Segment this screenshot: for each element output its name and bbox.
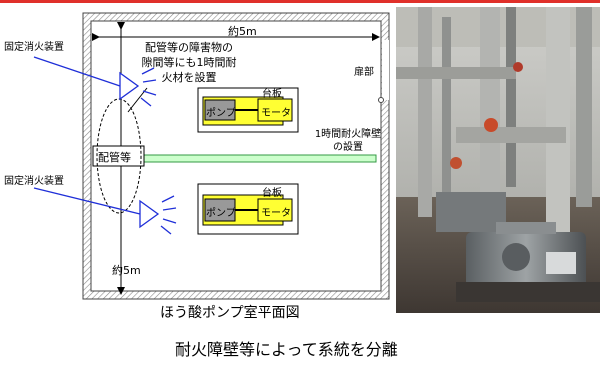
height-label: 約5m	[112, 264, 141, 277]
piping-box	[92, 145, 145, 167]
extinguisher-label-2: 固定消火装置	[4, 176, 64, 187]
extinguisher-label-1: 固定消火装置	[4, 42, 64, 53]
obstacle-note-line-1: 配管等の障害物の	[145, 41, 233, 54]
obstacle-note-line-2: 隙間等にも1時間耐	[141, 56, 237, 69]
fire-wall-label-line-1: 1時間耐火障壁	[314, 129, 382, 140]
fire-wall-label-line-2: の設置	[333, 142, 363, 153]
accent-top-line	[0, 0, 600, 3]
base-label-1: 台板	[262, 89, 282, 100]
plan-caption: ほう酸ポンプ室平面図	[160, 305, 300, 321]
pump-unit-2	[197, 183, 299, 235]
width-label: 約5m	[228, 25, 257, 38]
fire-wall	[139, 154, 377, 163]
note-leader-line	[127, 87, 148, 113]
obstacle-note-line-3: 火材を設置	[161, 71, 217, 84]
pump-room-photo-art	[396, 7, 600, 313]
pump-room-photo	[396, 7, 600, 313]
obstacle-note: 配管等の障害物の 隙間等にも1時間耐 火材を設置	[128, 40, 250, 85]
fire-wall-label: 1時間耐火障壁 の設置	[300, 128, 396, 154]
motor-label-2: モータ	[261, 208, 291, 219]
base-label-2: 台板	[262, 188, 282, 199]
door	[378, 40, 389, 103]
extinguisher-1-icon	[33, 56, 157, 107]
door-label: 扉部	[354, 67, 374, 78]
pump-unit-1	[197, 87, 299, 133]
motor-label-1: モータ	[261, 108, 291, 119]
footer-text: 耐火障壁等によって系統を分離	[175, 340, 398, 359]
piping-label: 配管等	[98, 151, 131, 164]
pump-label-2: ポンプ	[206, 208, 236, 219]
extinguisher-2-icon	[33, 187, 177, 235]
pump-label-1: ポンプ	[206, 108, 236, 119]
piping-dashed-ellipse	[96, 98, 142, 214]
